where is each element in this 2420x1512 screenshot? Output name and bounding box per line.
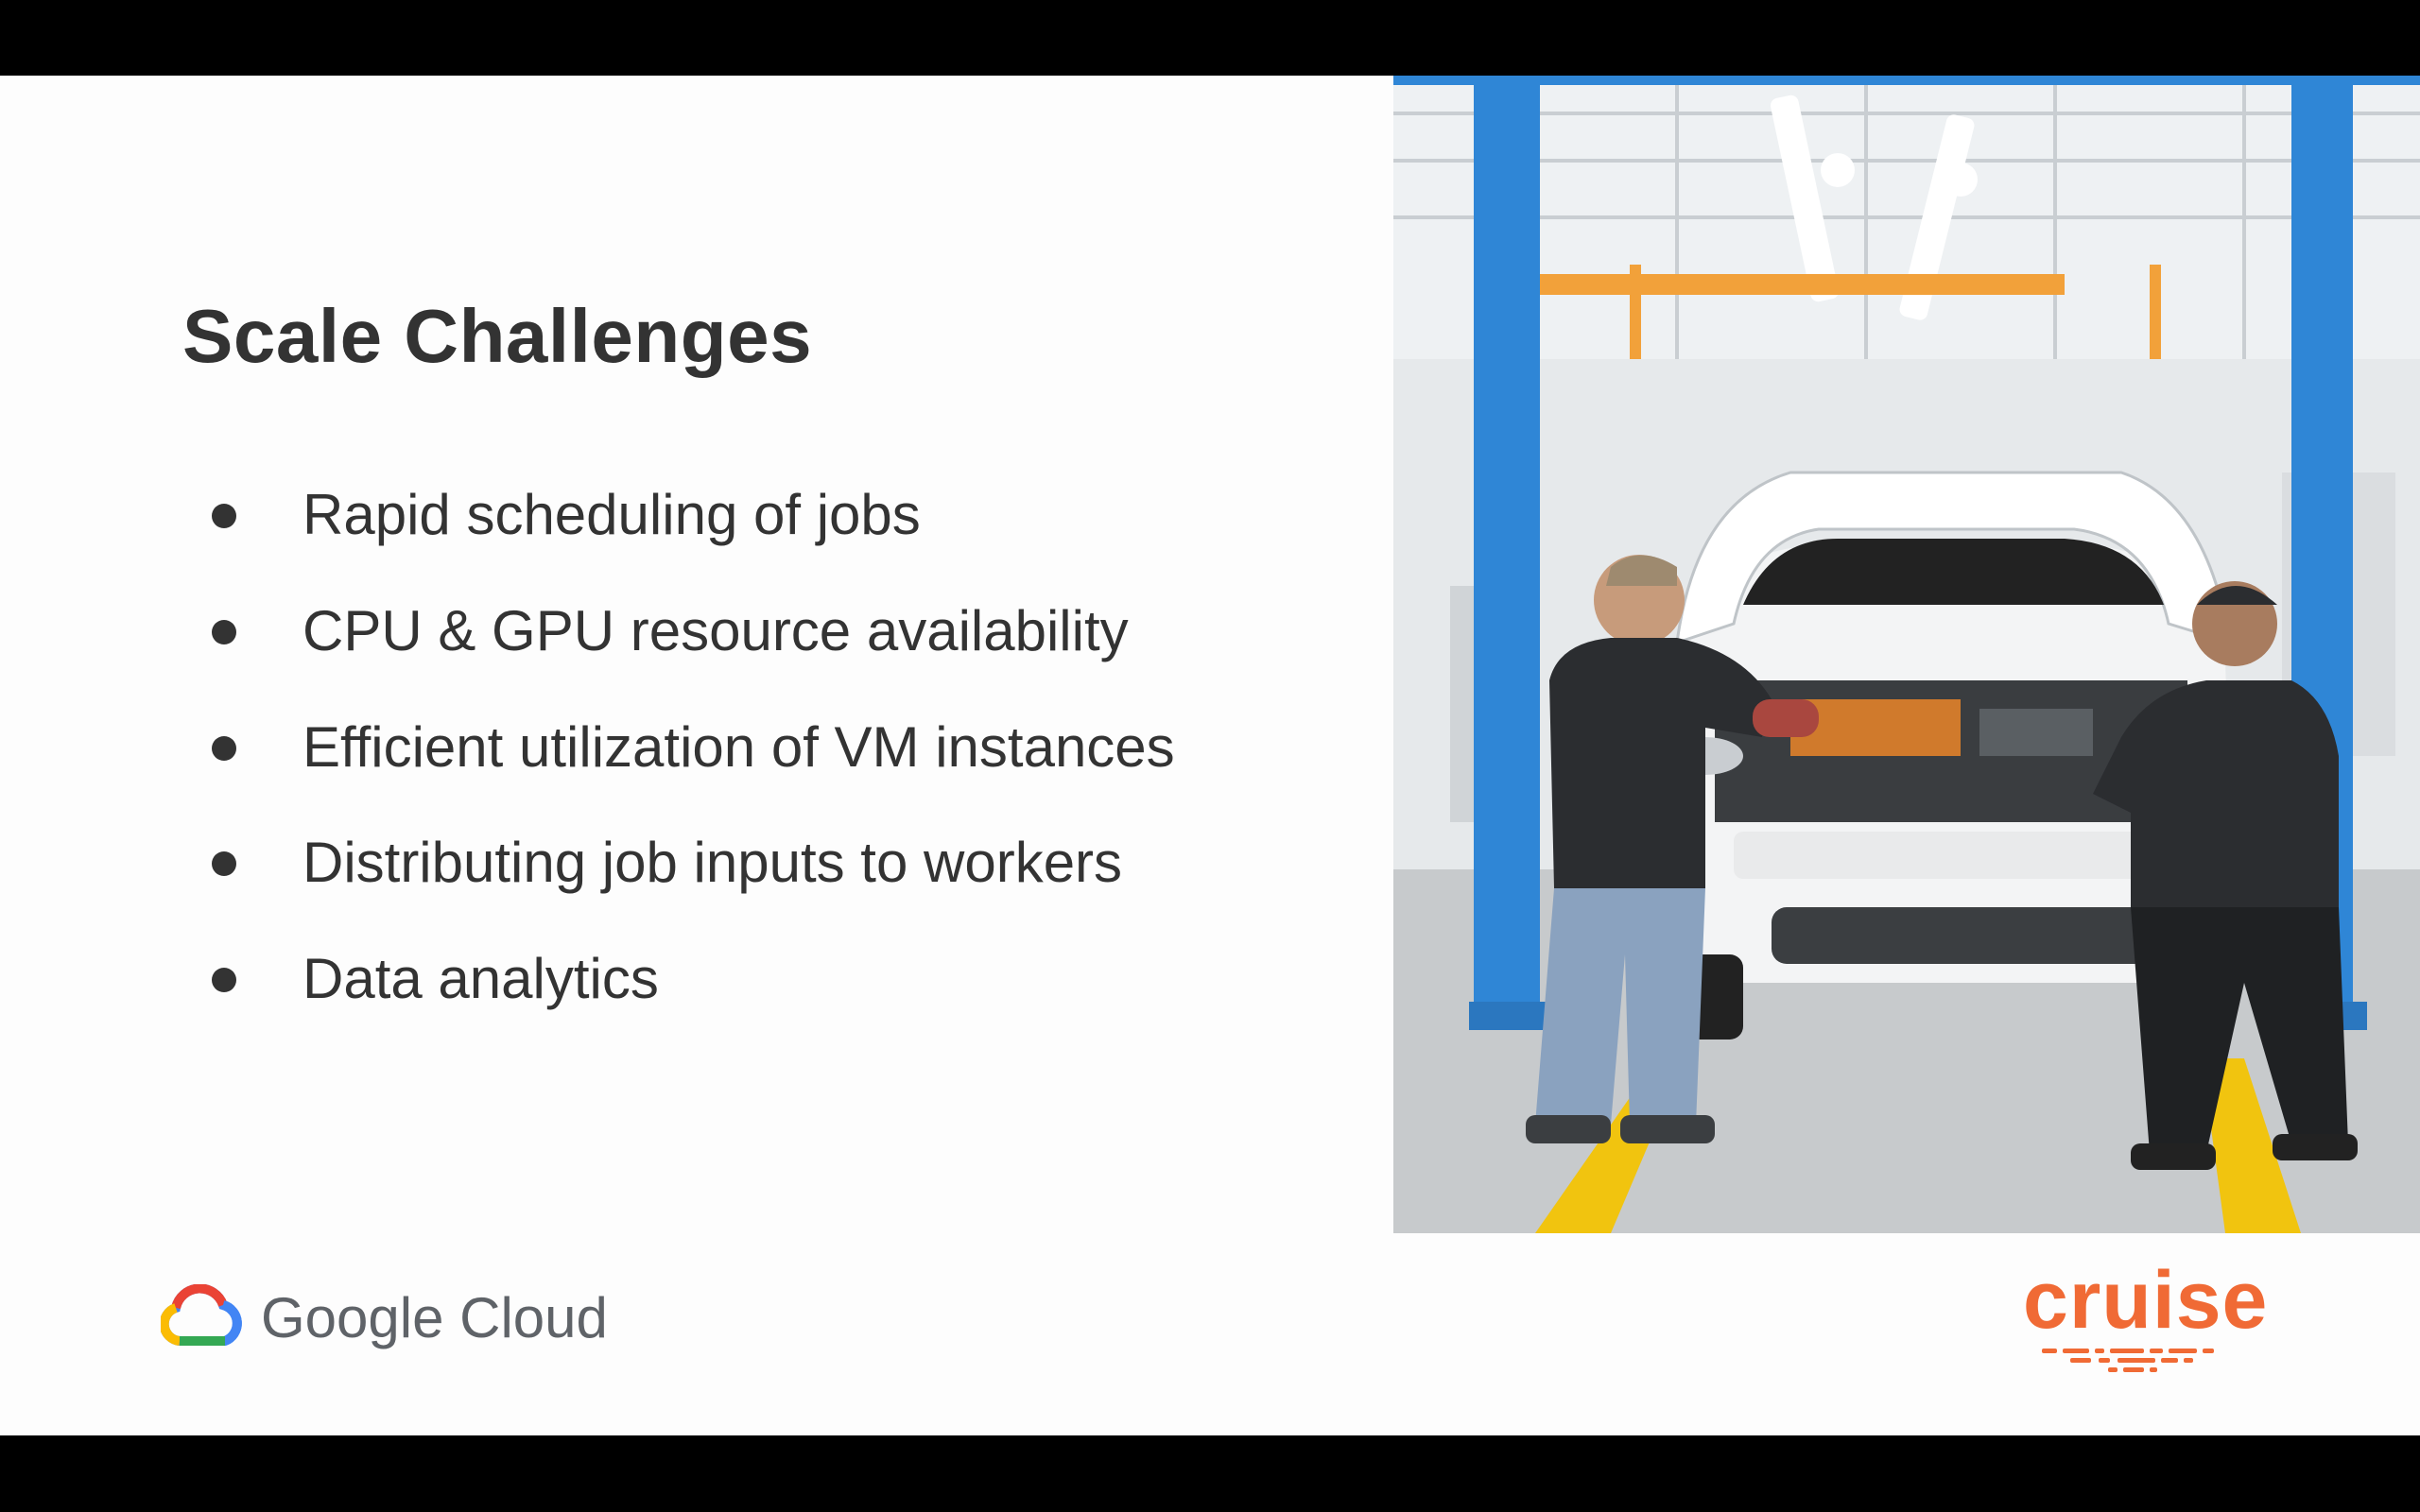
cruise-logo-dots-icon (2042, 1349, 2214, 1372)
google-cloud-icon (161, 1284, 242, 1346)
bullet-dot-icon (212, 851, 236, 876)
bullet-text: CPU & GPU resource availability (302, 599, 1129, 662)
cruise-logo-text: cruise (2023, 1255, 2269, 1346)
bullet-text: Distributing job inputs to workers (302, 831, 1123, 894)
bullet-text: Data analytics (302, 947, 659, 1010)
bullet-item: Efficient utilization of VM instances (0, 705, 1323, 790)
letterbox-top (0, 0, 2420, 76)
bullet-item: Distributing job inputs to workers (0, 820, 1323, 905)
factory-scene-illustration (1393, 76, 2420, 1233)
factory-photo (1393, 76, 2420, 1233)
bullet-item: Rapid scheduling of jobs (0, 472, 1323, 558)
letterbox-bottom (0, 1435, 2420, 1512)
bullet-item: CPU & GPU resource availability (0, 589, 1323, 674)
bullet-dot-icon (212, 620, 236, 644)
cruise-logo: cruise (2023, 1255, 2269, 1380)
presentation-slide: Scale Challenges Rapid scheduling of job… (0, 76, 2420, 1435)
bullet-text: Efficient utilization of VM instances (302, 715, 1175, 779)
bullet-dot-icon (212, 504, 236, 528)
bullet-dot-icon (212, 968, 236, 992)
bullet-dot-icon (212, 736, 236, 761)
google-cloud-logo-text: Google Cloud (261, 1286, 608, 1349)
bullet-text: Rapid scheduling of jobs (302, 483, 921, 546)
google-cloud-logo: Google Cloud (161, 1280, 633, 1356)
slide-title: Scale Challenges (182, 294, 813, 378)
bullet-item: Data analytics (0, 936, 1323, 1022)
